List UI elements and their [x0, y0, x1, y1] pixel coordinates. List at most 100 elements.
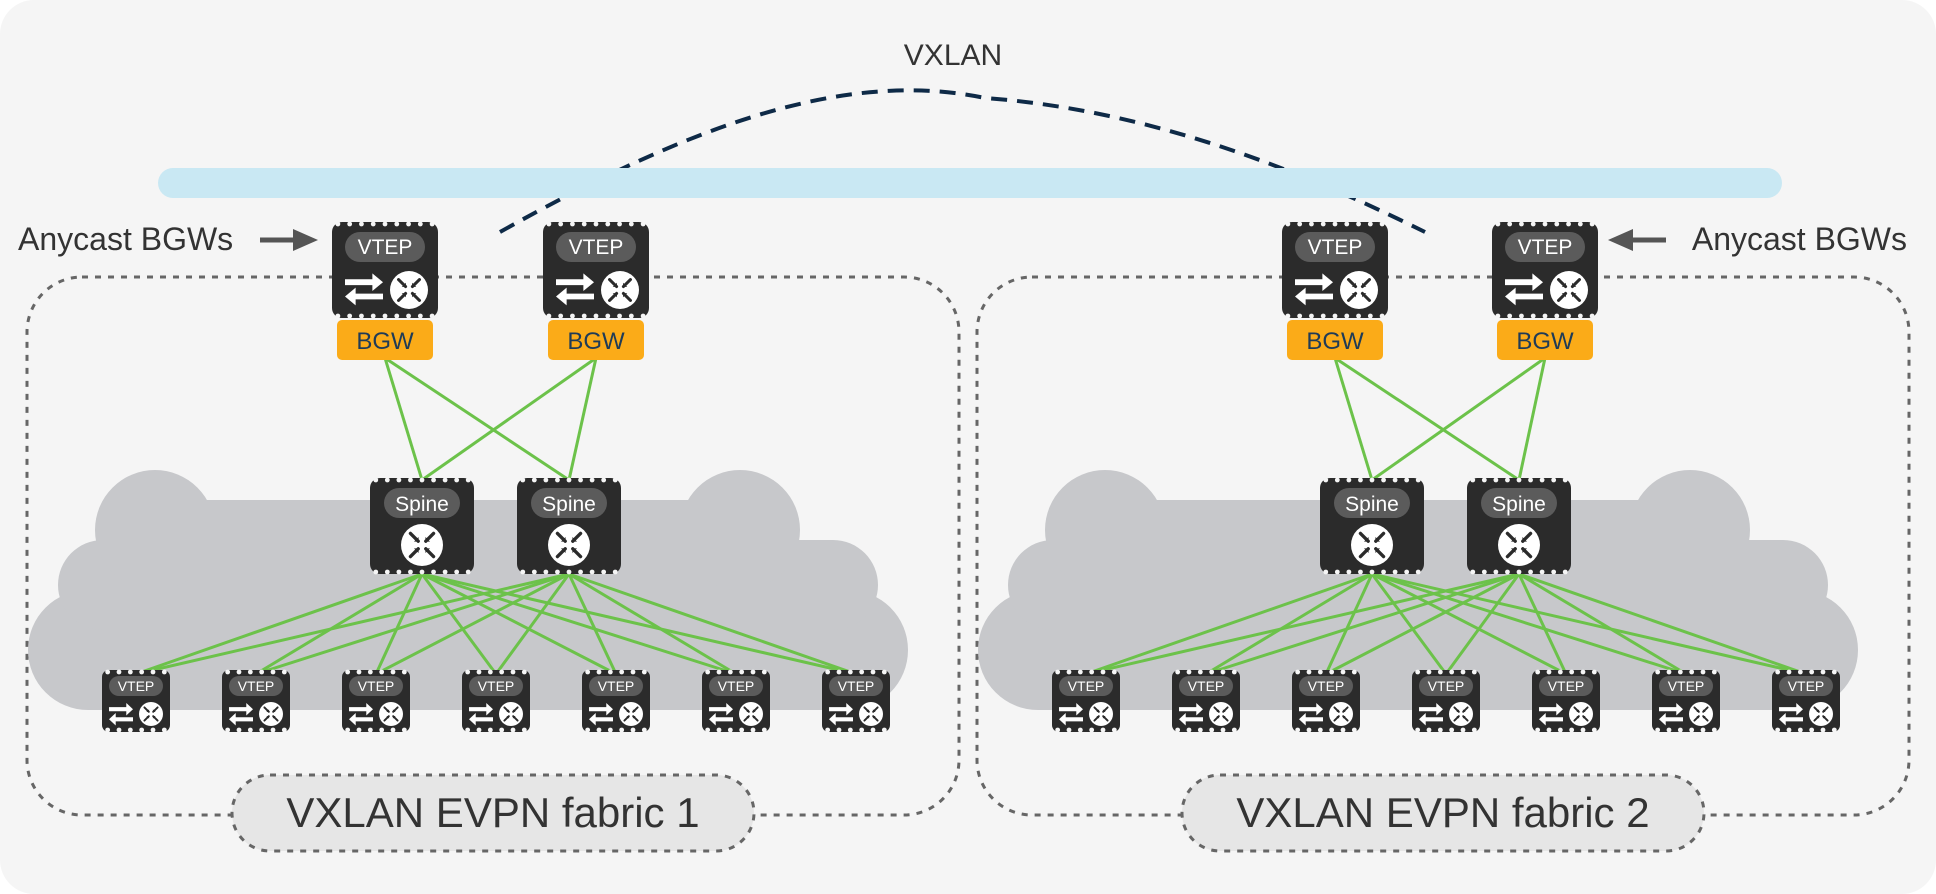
vtep-label: VTEP — [1068, 678, 1105, 694]
spine-pill — [531, 488, 607, 518]
router-icon — [619, 702, 643, 726]
link — [1370, 573, 1448, 675]
router-icon — [1209, 702, 1233, 726]
vtep-pill — [1295, 232, 1375, 262]
fabric-name-label: VXLAN EVPN fabric 1 — [286, 789, 699, 836]
spine-device: Spine — [1467, 477, 1571, 575]
router-icon — [1550, 271, 1588, 309]
vtep-pill — [1419, 676, 1473, 696]
leaf-vtep-device: VTEP — [222, 669, 290, 733]
router-icon — [1498, 524, 1540, 566]
bgw-badge — [1497, 320, 1593, 360]
vtep-pill — [1299, 676, 1353, 696]
bgw-badge — [337, 320, 433, 360]
bgw-label: BGW — [567, 328, 625, 355]
vtep-label: VTEP — [569, 236, 624, 259]
vtep-pill — [829, 676, 883, 696]
vtep-pill — [556, 232, 636, 262]
router-icon — [548, 524, 590, 566]
bidirectional-arrows-icon — [1299, 702, 1323, 726]
bidirectional-arrows-icon — [109, 702, 133, 726]
link — [135, 572, 423, 676]
anycast-bgws-label-left: Anycast BGWs — [18, 221, 233, 257]
spine-pill — [1334, 488, 1410, 518]
spine-label: Spine — [395, 493, 449, 516]
router-icon — [1449, 702, 1473, 726]
vtep-pill — [1179, 676, 1233, 696]
vtep-pill — [1779, 676, 1833, 696]
spine-pill — [384, 488, 460, 518]
leaf-vtep-device: VTEP — [102, 669, 170, 733]
bgw-device: VTEP BGW — [543, 221, 649, 360]
leaf-vtep-device: VTEP — [342, 669, 410, 733]
bidirectional-arrows-icon — [1295, 273, 1333, 306]
fabric-name-pill — [230, 773, 756, 853]
router-icon — [139, 702, 163, 726]
link — [494, 573, 571, 675]
left-arrow-icon — [1608, 229, 1666, 251]
link — [1205, 572, 1520, 676]
vtep-pill — [1659, 676, 1713, 696]
vtep-label: VTEP — [718, 678, 755, 694]
router-icon — [601, 271, 639, 309]
router-icon — [1329, 702, 1353, 726]
vtep-pill — [109, 676, 163, 696]
link — [1334, 356, 1520, 482]
vtep-pill — [1539, 676, 1593, 696]
leaf-vtep-device: VTEP — [702, 669, 770, 733]
vtep-label: VTEP — [1428, 678, 1465, 694]
link — [1333, 357, 1374, 481]
link — [1444, 573, 1521, 675]
bidirectional-arrows-icon — [469, 702, 493, 726]
vtep-label: VTEP — [358, 236, 413, 259]
underlay-band — [158, 168, 1782, 198]
vtep-label: VTEP — [1548, 678, 1585, 694]
vtep-label: VTEP — [838, 678, 875, 694]
spine-device: Spine — [517, 477, 621, 575]
link — [1517, 573, 1568, 675]
bidirectional-arrows-icon — [589, 702, 613, 726]
link — [383, 357, 424, 481]
vtep-pill — [589, 676, 643, 696]
bidirectional-arrows-icon — [829, 702, 853, 726]
bidirectional-arrows-icon — [556, 273, 594, 306]
spine-device: Spine — [1320, 477, 1424, 575]
bidirectional-arrows-icon — [709, 702, 733, 726]
spine-device: Spine — [370, 477, 474, 575]
vtep-label: VTEP — [238, 678, 275, 694]
vtep-label: VTEP — [358, 678, 395, 694]
vtep-label: VTEP — [1308, 678, 1345, 694]
bidirectional-arrows-icon — [349, 702, 373, 726]
router-icon — [1089, 702, 1113, 726]
router-icon — [739, 702, 763, 726]
vtep-label: VTEP — [118, 678, 155, 694]
router-icon — [1569, 702, 1593, 726]
fabric-name-pill — [1180, 773, 1706, 853]
vxlan-title: VXLAN — [904, 39, 1002, 72]
bidirectional-arrows-icon — [1059, 702, 1083, 726]
spine-label: Spine — [1492, 493, 1546, 516]
link — [1085, 572, 1520, 676]
link — [421, 572, 617, 676]
leaf-vtep-device: VTEP — [1052, 669, 1120, 733]
link — [1371, 356, 1546, 482]
vtep-label: VTEP — [478, 678, 515, 694]
leaf-vtep-device: VTEP — [582, 669, 650, 733]
router-icon — [499, 702, 523, 726]
link — [135, 572, 570, 676]
router-icon — [401, 524, 443, 566]
link — [384, 356, 570, 482]
anycast-bgws-label-right: Anycast BGWs — [1692, 221, 1907, 257]
spine-label: Spine — [1345, 493, 1399, 516]
leaf-vtep-device: VTEP — [462, 669, 530, 733]
leaf-vtep-device: VTEP — [1772, 669, 1840, 733]
bidirectional-arrows-icon — [229, 702, 253, 726]
vtep-label: VTEP — [1188, 678, 1225, 694]
link — [1371, 572, 1567, 676]
vtep-label: VTEP — [598, 678, 635, 694]
